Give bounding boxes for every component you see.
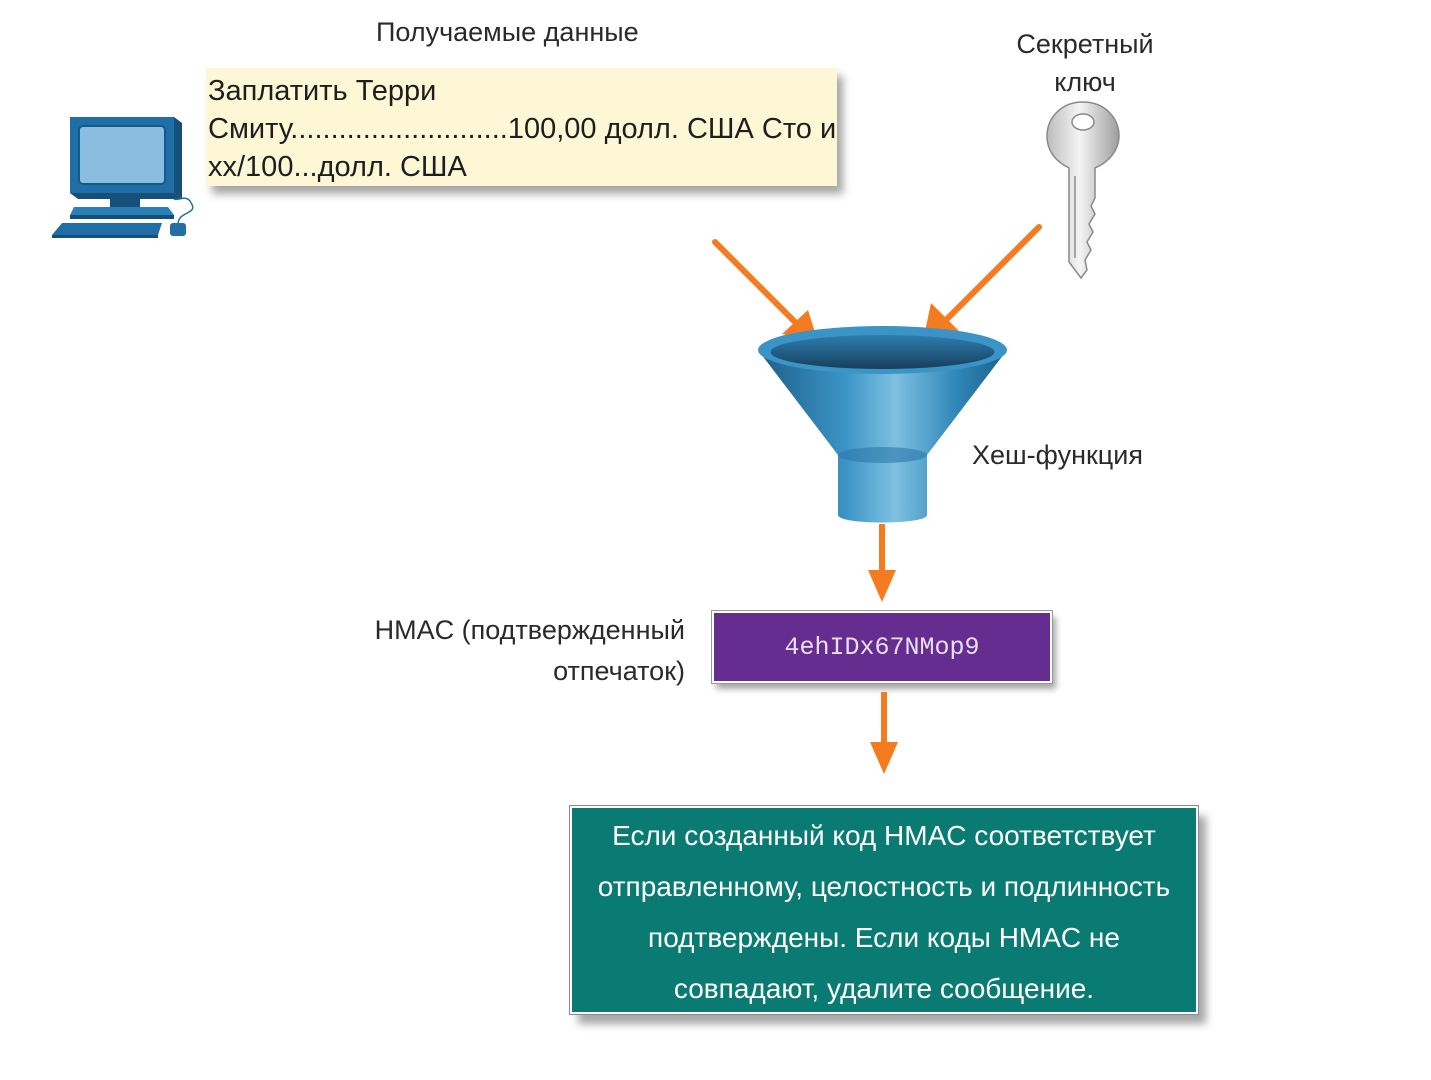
received-data-box: Заплатить Терри Смиту...................… <box>206 68 837 186</box>
result-line: Если созданный код HMAC соответствует <box>612 820 1156 851</box>
secret-key-label: Секретный ключ <box>990 25 1180 101</box>
arrow-funnel-to-hmac <box>868 524 896 602</box>
hmac-label-line: HMAC (подтвержденный <box>374 615 685 645</box>
data-line: Заплатить Терри <box>208 75 437 107</box>
hmac-value-box: 4ehIDx67NMop9 <box>712 611 1052 683</box>
received-data-title: Получаемые данные <box>376 17 639 47</box>
secret-key-label-line: Секретный <box>1016 29 1154 59</box>
data-line: Смиту...........................100,00 д… <box>208 113 837 145</box>
data-line: хх/100...долл. США <box>208 151 467 183</box>
secret-key-label-line: ключ <box>1054 67 1116 97</box>
funnel-icon <box>758 326 1007 523</box>
hmac-label: HMAC (подтвержденный отпечаток) <box>300 610 685 692</box>
computer-icon <box>52 117 194 238</box>
arrow-hmac-to-result <box>870 692 898 774</box>
hash-function-label: Хеш-функция <box>972 440 1143 470</box>
result-line: подтверждены. Если коды HMAC не <box>648 922 1120 953</box>
result-line: совпадают, удалите сообщение. <box>673 973 1095 1004</box>
hmac-label-line: отпечаток) <box>553 656 685 686</box>
result-box: Если созданный код HMAC соответствует от… <box>570 806 1198 1014</box>
hmac-value: 4ehIDx67NMop9 <box>784 632 980 662</box>
key-icon <box>1046 101 1120 280</box>
result-line: отправленному, целостность и подлинность <box>597 871 1171 902</box>
